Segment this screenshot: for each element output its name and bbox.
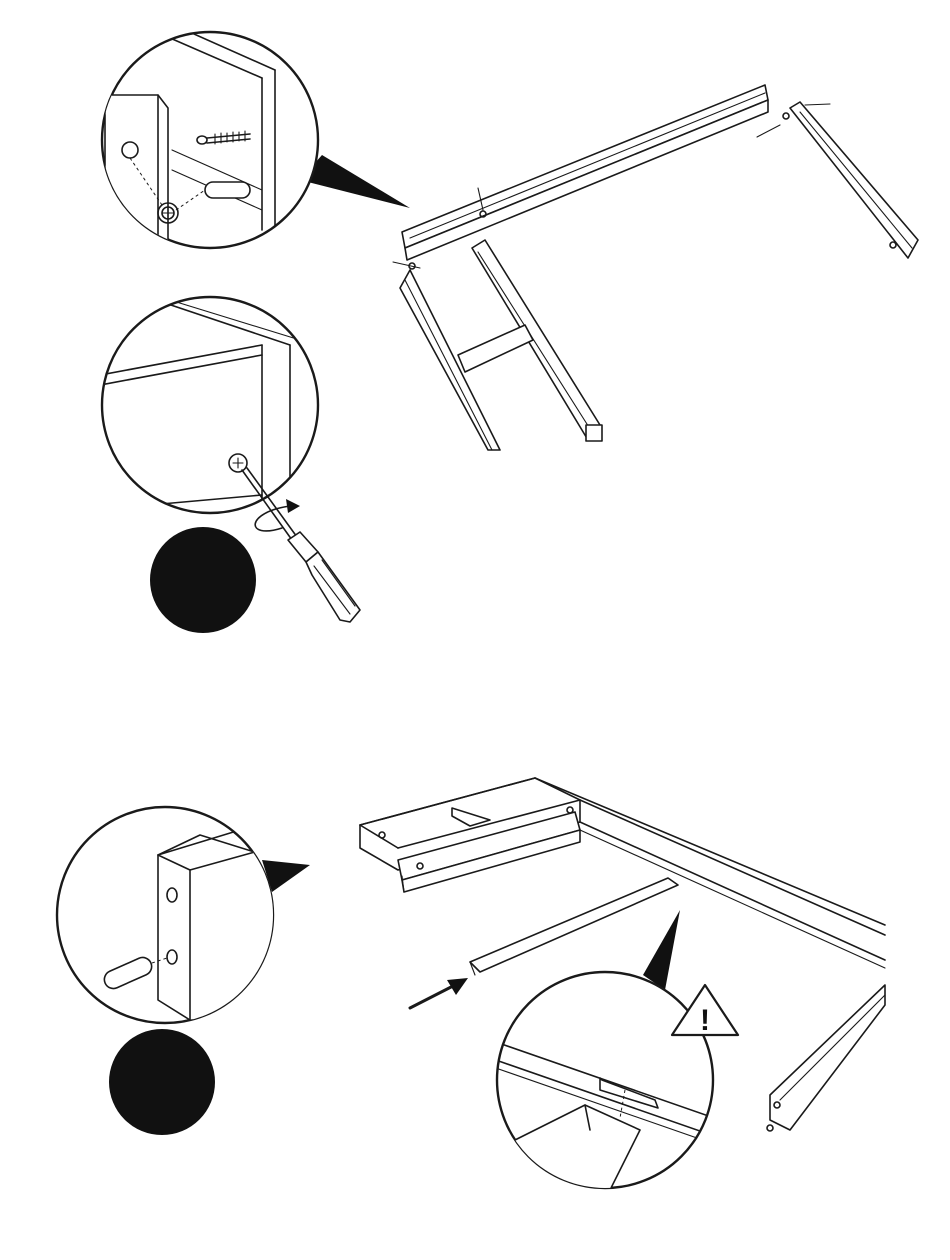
filled-circle-marker [150,527,256,633]
slat-support-notch-detail [490,972,720,1190]
step-1-frame-drawing [393,85,918,450]
dowel-into-end-holes-detail [57,807,280,1023]
insert-direction-arrow-icon [410,978,468,1008]
warning-symbol: ! [700,1004,710,1037]
cam-bolt-and-dowel-detail [102,30,318,250]
step-2-group: ! [57,778,885,1190]
step-1-group [100,30,918,633]
filled-circle-marker [109,1029,215,1135]
tightened-cam-lock-detail [100,297,318,515]
detail-pointer-wedge [643,910,680,990]
rotate-clockwise-arrow-icon [255,499,300,531]
